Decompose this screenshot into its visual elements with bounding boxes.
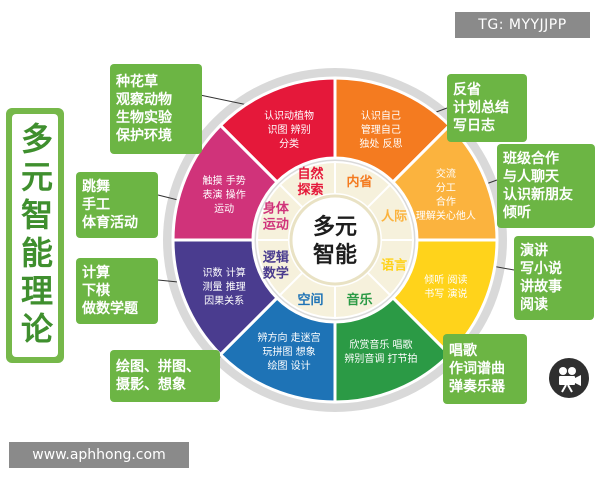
intelligence-name-logical: 逻辑数学	[263, 249, 289, 281]
intelligence-name-linguistic: 语言	[381, 257, 407, 273]
activities-interpersonal: 交流分工合作理解关心他人	[416, 167, 476, 222]
callout-connector-logical	[157, 279, 179, 283]
intelligence-name-musical: 音乐	[346, 292, 372, 308]
intelligence-name-interpersonal: 人际	[381, 209, 407, 225]
title-panel: 多元智能理论	[6, 108, 64, 363]
intelligence-name-bodily: 身体运动	[263, 201, 290, 233]
callout-linguistic: 演讲 写小说 讲故事 阅读	[514, 236, 594, 320]
callout-spatial: 绘图、拼图、 摄影、想象	[110, 350, 220, 402]
activities-logical: 识数 计算测量 推理因果关系	[203, 266, 246, 307]
center-title-line2: 智能	[313, 242, 357, 268]
callout-connector-bodily	[157, 194, 179, 201]
center-title-line1: 多元	[313, 214, 357, 240]
callout-bodily: 跳舞 手工 体育活动	[76, 172, 158, 238]
callout-interpersonal: 班级合作 与人聊天 认识新朋友 倾听	[497, 144, 595, 228]
intelligence-name-spatial: 空间	[298, 292, 324, 308]
watermark-bottom: www.aphhong.com	[9, 442, 189, 468]
inner-band-bodily	[255, 183, 304, 241]
activities-linguistic: 倾听 阅读书写 演说	[424, 273, 467, 300]
watermark-top: TG: MYYJJPP	[455, 12, 590, 38]
activities-spatial: 辨方向 走迷宫玩拼图 想象绘图 设计	[257, 331, 320, 372]
callout-naturalist: 种花草 观察动物 生物实验 保护环境	[110, 64, 202, 154]
activities-intrapersonal: 认识自己管理自己独处 反思	[359, 109, 402, 150]
callout-intrapersonal: 反省 计划总结 写日志	[447, 74, 527, 142]
callout-musical: 唱歌 作词谱曲 弹奏乐器	[443, 334, 527, 404]
activities-bodily: 触摸 手势表演 操作运动	[203, 174, 246, 215]
video-camera-icon[interactable]	[549, 358, 589, 398]
page-title: 多元智能理论	[16, 121, 54, 350]
segment-bodily	[171, 123, 280, 242]
callout-logical: 计算 下棋 做数学题	[76, 258, 158, 324]
activities-musical: 欣赏音乐 唱歌辨别音调 打节拍	[344, 338, 417, 365]
intelligence-name-naturalist: 自然探索	[298, 166, 324, 198]
activities-naturalist: 认识动植物识图 辨别分类	[264, 109, 314, 150]
center-circle	[289, 194, 381, 286]
intelligence-name-intrapersonal: 内省	[346, 174, 372, 190]
